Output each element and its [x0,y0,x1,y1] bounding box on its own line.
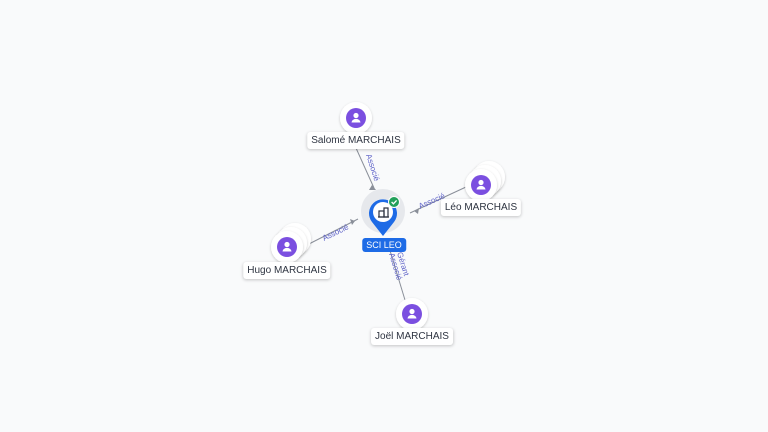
person-node-salome[interactable] [340,102,372,134]
person-icon [407,308,417,319]
person-icon [351,112,361,123]
company-label[interactable]: SCI LEO [362,238,406,252]
edge-hugo [304,218,359,247]
person-label-joel[interactable]: Joël MARCHAIS [371,328,453,345]
edge-arrow-leo [414,208,419,214]
building-icon [378,207,389,218]
edge-joel [387,243,406,301]
person-label-salome[interactable]: Salomé MARCHAIS [307,132,405,149]
edge-label-salome: Associé [364,153,381,183]
edge-salome [355,147,375,189]
person-icon [282,241,292,252]
person-label-hugo[interactable]: Hugo MARCHAIS [243,262,331,279]
edge-leo [409,186,467,214]
company-node[interactable] [361,189,405,236]
person-label-leo[interactable]: Léo MARCHAIS [440,199,522,216]
person-icon [476,179,486,190]
edge-label-hugo: Associé [321,222,351,243]
status-badge [388,196,400,208]
edge-arrow-hugo [350,219,355,225]
person-node-leo[interactable] [465,161,505,201]
person-node-joel[interactable] [396,298,428,330]
edge-arrow-salome [369,185,376,190]
person-node-hugo[interactable] [271,223,311,263]
check-icon [391,199,398,205]
edges [304,147,467,301]
